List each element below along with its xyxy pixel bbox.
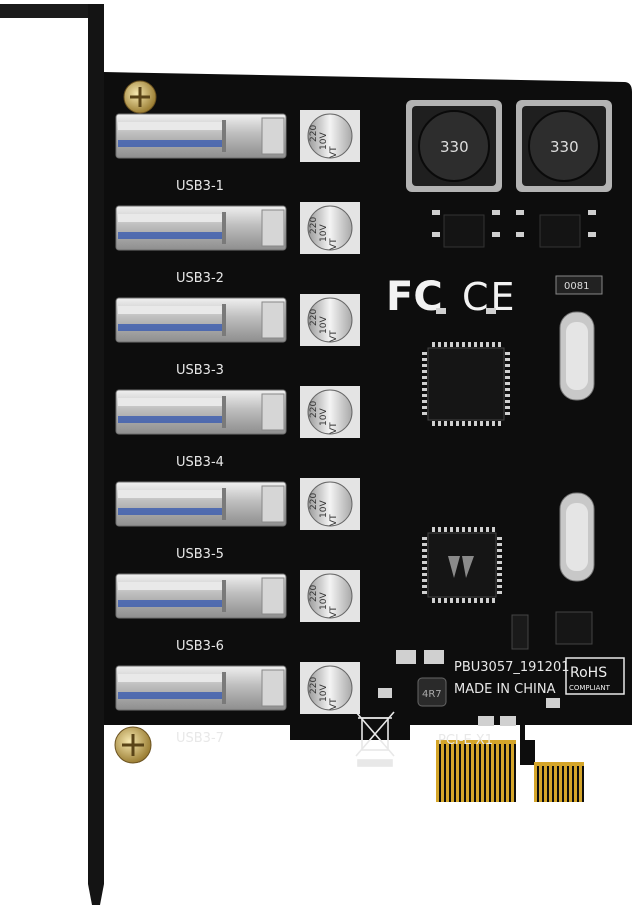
svg-text:4R7: 4R7 xyxy=(422,689,442,700)
usb-port-label: USB3-5 xyxy=(176,547,224,562)
crystal-oscillator-2 xyxy=(559,492,595,582)
capacitor-series: VT xyxy=(329,698,339,710)
usb-port-label: USB3-6 xyxy=(176,639,224,654)
capacitor-value: 220 xyxy=(309,309,319,326)
usb-port-label: USB3-4 xyxy=(176,455,224,470)
capacitor-value: 220 xyxy=(309,125,319,142)
interface-label: PCI-E X1 xyxy=(438,733,493,748)
svg-text:FC: FC xyxy=(386,274,443,320)
svg-text:0081: 0081 xyxy=(564,281,589,292)
capacitor-series: VT xyxy=(329,330,339,342)
regulator-chips xyxy=(432,210,596,248)
usb-port-label: USB3-1 xyxy=(176,179,224,194)
usb-port-2[interactable]: USB3-2 xyxy=(115,205,287,286)
capacitor-series: VT xyxy=(329,422,339,434)
usb-port-3[interactable]: USB3-3 xyxy=(115,297,287,378)
rohs-badge: RoHS COMPLIANT xyxy=(565,657,625,695)
crystal-oscillator-1 xyxy=(559,311,595,401)
usb-port-6[interactable]: USB3-6 xyxy=(115,573,287,654)
bracket-screw-bottom xyxy=(114,726,152,764)
board-model: PBU3057_191201 xyxy=(454,660,569,675)
choke-2-label: 330 xyxy=(550,138,579,156)
capacitor-voltage: 10V xyxy=(319,132,329,150)
capacitor-value: 220 xyxy=(309,493,319,510)
capacitor-voltage: 10V xyxy=(319,408,329,426)
gold-contacts xyxy=(436,740,584,802)
capacitor-value: 220 xyxy=(309,585,319,602)
small-inductor: 4R7 xyxy=(417,677,447,707)
usb-hub-chip xyxy=(422,527,502,603)
capacitor-value: 220 xyxy=(309,401,319,418)
usb-port-7[interactable]: USB3-7 xyxy=(115,665,287,746)
smd-components xyxy=(378,308,593,726)
usb-port-label: USB3-7 xyxy=(176,731,224,746)
usb-port-1[interactable]: USB3-1 xyxy=(115,113,287,194)
capacitor-series: VT xyxy=(329,514,339,526)
svg-text:RoHS: RoHS xyxy=(570,665,607,681)
smd-resistor: 0081 xyxy=(555,275,603,295)
usb-port-5[interactable]: USB3-5 xyxy=(115,481,287,562)
capacitor-voltage: 10V xyxy=(319,224,329,242)
capacitor-series: VT xyxy=(329,238,339,250)
mounting-bracket xyxy=(0,4,104,905)
fcc-logo: FC xyxy=(386,274,443,320)
usb-controller-chip xyxy=(422,342,510,426)
power-choke-2: 330 xyxy=(516,100,612,192)
capacitor-voltage: 10V xyxy=(319,500,329,518)
capacitor-voltage: 10V xyxy=(319,316,329,334)
capacitor-voltage: 10V xyxy=(319,592,329,610)
capacitor-voltage: 10V xyxy=(319,684,329,702)
svg-text:COMPLIANT: COMPLIANT xyxy=(569,684,611,692)
capacitor-value: 220 xyxy=(309,217,319,234)
capacitor-series: VT xyxy=(329,146,339,158)
capacitor-series: VT xyxy=(329,606,339,618)
power-choke-1: 330 xyxy=(406,100,502,192)
weee-bin-icon xyxy=(355,711,395,767)
usb-port-4[interactable]: USB3-4 xyxy=(115,389,287,470)
usb-port-label: USB3-2 xyxy=(176,271,224,286)
board-origin: MADE IN CHINA xyxy=(454,682,556,697)
usb-port-label: USB3-3 xyxy=(176,363,224,378)
choke-1-label: 330 xyxy=(440,138,469,156)
capacitor-value: 220 xyxy=(309,677,319,694)
bracket-screw-top xyxy=(123,80,157,114)
